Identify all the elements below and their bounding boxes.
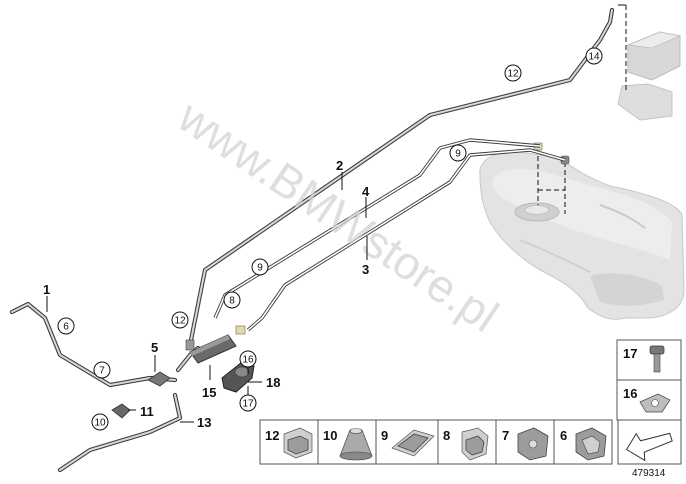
clip-5: [147, 371, 171, 387]
filter-module-top-right: [617, 4, 682, 121]
callout-12-upper: 12: [504, 64, 522, 82]
svg-text:12: 12: [174, 316, 186, 327]
svg-text:6: 6: [560, 428, 567, 443]
svg-text:16: 16: [242, 355, 254, 366]
svg-text:10: 10: [94, 418, 106, 429]
svg-text:17: 17: [623, 346, 637, 361]
callout-9-upper: 9: [449, 144, 467, 162]
callout-5: 5: [151, 340, 158, 355]
fuel-filter-15: [185, 325, 246, 364]
callout-2: 2: [336, 158, 343, 173]
svg-text:8: 8: [443, 428, 450, 443]
callout-14: 14: [585, 47, 603, 65]
svg-text:6: 6: [63, 322, 69, 333]
callout-12-lower: 12: [171, 311, 189, 329]
svg-text:14: 14: [588, 52, 600, 63]
svg-text:16: 16: [623, 386, 637, 401]
svg-text:9: 9: [381, 428, 388, 443]
callout-7: 7: [93, 361, 111, 379]
callout-13: 13: [197, 415, 211, 430]
legend-part-7: 7: [495, 419, 555, 465]
legend-part-10: 10: [317, 419, 377, 465]
callout-4: 4: [362, 184, 370, 199]
callout-10: 10: [91, 413, 109, 431]
callout-18: 18: [266, 375, 280, 390]
callout-15: 15: [202, 385, 216, 400]
legend-part-17: 17: [616, 339, 682, 381]
legend-orientation-arrow: [617, 419, 682, 465]
svg-text:8: 8: [229, 296, 235, 307]
svg-text:9: 9: [257, 263, 263, 274]
legend-part-6: 6: [553, 419, 613, 465]
callout-1: 1: [43, 282, 50, 297]
fuel-tank: [479, 151, 685, 320]
callout-17: 17: [239, 394, 257, 412]
svg-text:10: 10: [323, 428, 337, 443]
callout-11: 11: [140, 404, 154, 419]
callout-16: 16: [239, 350, 257, 368]
svg-text:9: 9: [455, 149, 461, 160]
callout-8: 8: [223, 291, 241, 309]
diagram-number: 479314: [632, 468, 666, 479]
svg-text:12: 12: [265, 428, 279, 443]
legend-part-16: 16: [616, 379, 682, 421]
callout-3: 3: [362, 262, 369, 277]
svg-text:7: 7: [502, 428, 509, 443]
clip-11: [111, 403, 131, 419]
svg-text:7: 7: [99, 366, 105, 377]
svg-text:12: 12: [507, 69, 519, 80]
legend-part-9: 9: [375, 419, 439, 465]
legend-part-8: 8: [437, 419, 497, 465]
svg-text:17: 17: [242, 399, 254, 410]
callout-9-lower: 9: [251, 258, 269, 276]
legend-part-12: 12: [259, 419, 319, 465]
leader-lines: [46, 172, 368, 423]
callout-6: 6: [57, 317, 75, 335]
